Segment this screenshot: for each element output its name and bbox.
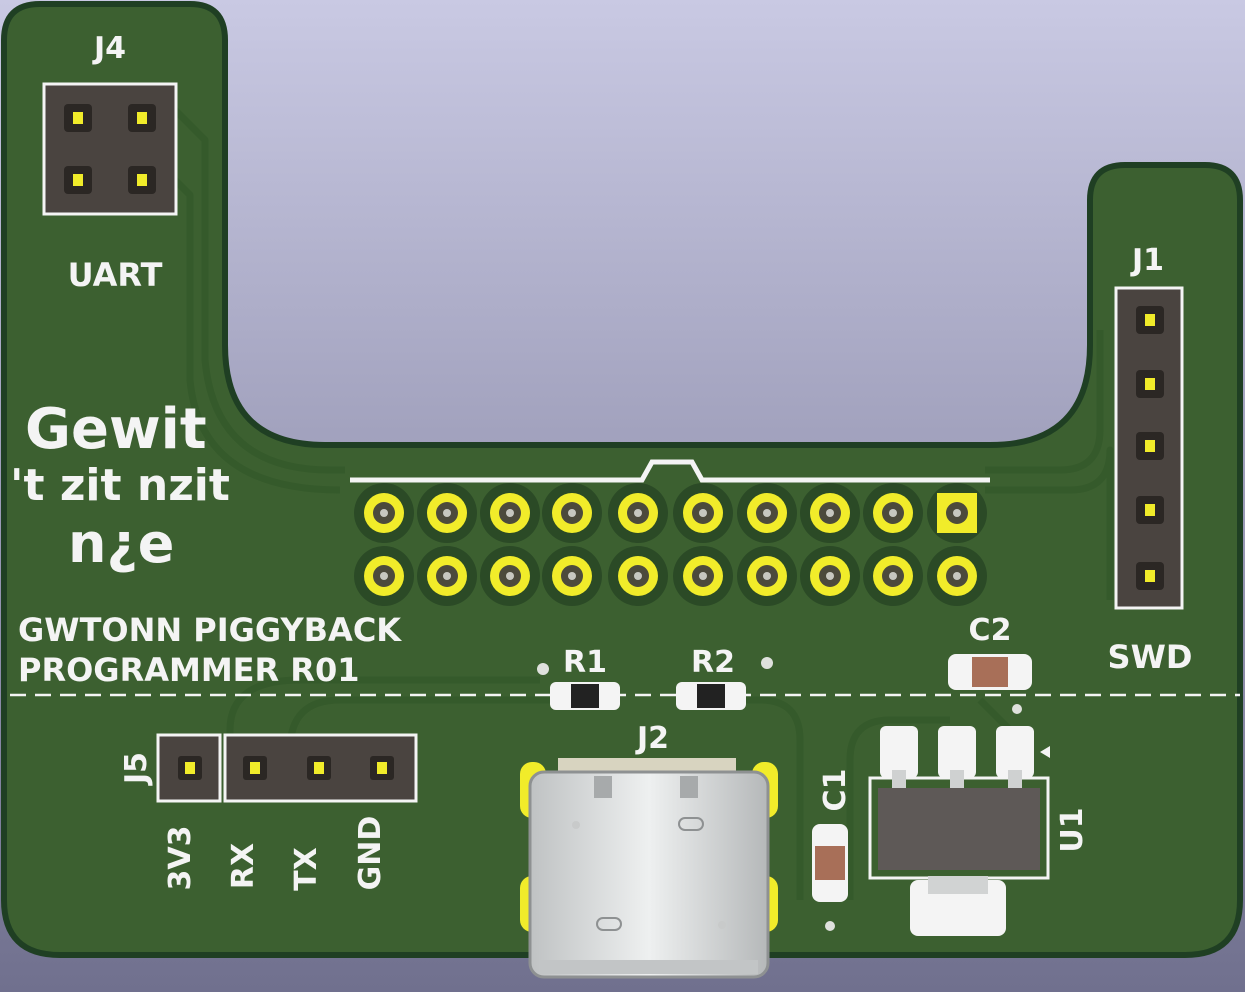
c2-capacitor: [948, 654, 1032, 714]
through-hole-pad: [800, 483, 860, 543]
through-hole-pad: [737, 483, 797, 543]
j5-header: [156, 733, 418, 803]
j1-swd-header: [1114, 286, 1184, 610]
r2-label: R2: [691, 645, 735, 680]
j1-pin: [1136, 562, 1164, 590]
c1-capacitor: [812, 824, 848, 931]
through-hole-pad: [927, 546, 987, 606]
j1-label: J1: [1130, 243, 1164, 278]
j1-pin: [1136, 306, 1164, 334]
pad-row-bottom: [354, 546, 987, 606]
through-hole-pad: [480, 483, 540, 543]
j4-pin: [128, 104, 156, 132]
through-hole-pad: [417, 483, 477, 543]
j4-pin: [128, 166, 156, 194]
pin-label-gnd: GND: [353, 816, 388, 891]
through-hole-pad: [927, 483, 987, 543]
j4-uart-header: [42, 82, 178, 216]
pad-row-top: [354, 483, 987, 543]
pin-label-3v3: 3V3: [163, 826, 198, 891]
pad-row-outline: [350, 459, 990, 483]
j5-pin: [307, 756, 331, 780]
j1-pin: [1136, 370, 1164, 398]
j5-pin: [178, 756, 202, 780]
j4-pin: [64, 166, 92, 194]
j1-pin: [1136, 432, 1164, 460]
through-hole-pad: [608, 546, 668, 606]
c2-label: C2: [969, 613, 1012, 648]
j5-pin: [243, 756, 267, 780]
j2-usb-c-connector: [520, 758, 778, 979]
r1-label: R1: [563, 645, 607, 680]
through-hole-pad: [863, 546, 923, 606]
through-hole-pad: [542, 483, 602, 543]
j5-pin: [370, 756, 394, 780]
pin-label-tx: TX: [289, 847, 324, 891]
logo-line-3: n¿e: [68, 512, 174, 575]
u1-regulator: [868, 726, 1050, 936]
through-hole-pad: [417, 546, 477, 606]
logo-line-2: 't zit nzit: [10, 460, 230, 511]
logo-line-1: Gewit: [25, 397, 207, 462]
through-hole-pad: [354, 483, 414, 543]
through-hole-pad: [673, 483, 733, 543]
j5-label: J5: [119, 752, 154, 786]
through-hole-pad: [673, 546, 733, 606]
j1-pin: [1136, 496, 1164, 524]
through-hole-pad: [542, 546, 602, 606]
board-title-line-2: PROGRAMMER R01: [18, 651, 359, 689]
j4-pin: [64, 104, 92, 132]
through-hole-pad: [354, 546, 414, 606]
j2-label: J2: [635, 721, 669, 756]
r1-resistor: [537, 663, 620, 710]
u1-label: U1: [1055, 807, 1090, 852]
board-title-line-1: GWTONN PIGGYBACK: [18, 611, 402, 649]
r2-resistor: [676, 657, 773, 710]
swd-label: SWD: [1108, 638, 1193, 676]
through-hole-pad: [863, 483, 923, 543]
uart-label: UART: [68, 256, 163, 294]
pin-label-rx: RX: [226, 843, 261, 889]
through-hole-pad: [608, 483, 668, 543]
through-hole-pad: [800, 546, 860, 606]
c1-label: C1: [818, 769, 853, 812]
through-hole-pad: [737, 546, 797, 606]
through-hole-pad: [480, 546, 540, 606]
j4-label: J4: [92, 31, 126, 66]
